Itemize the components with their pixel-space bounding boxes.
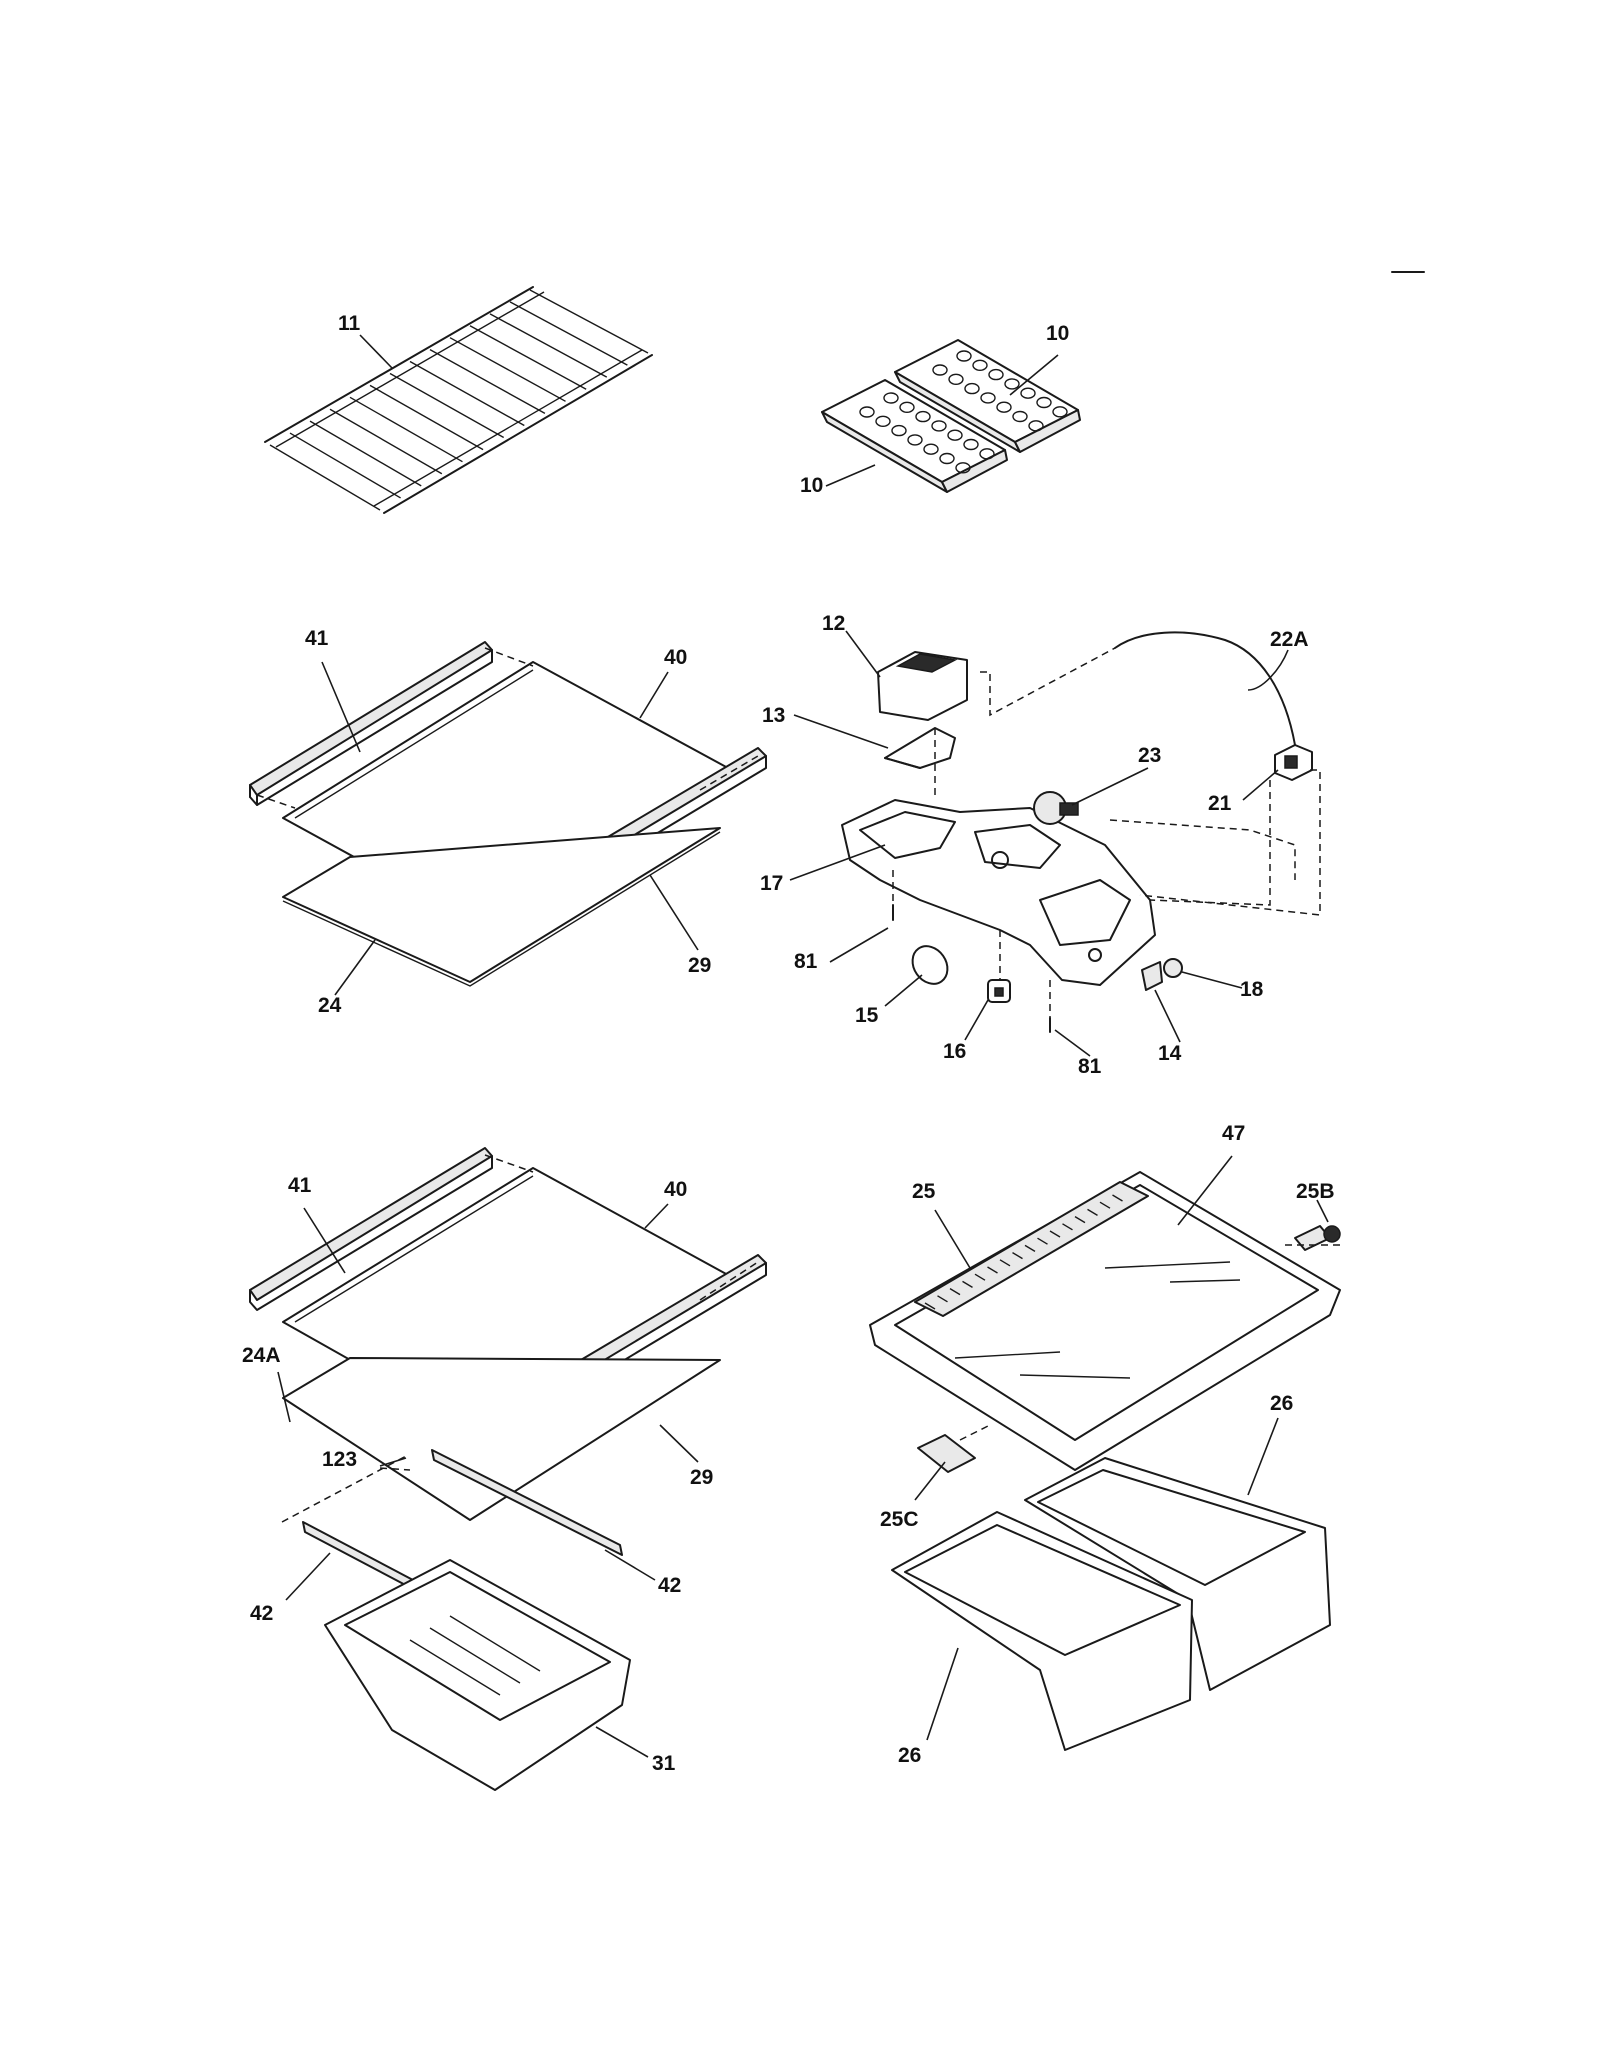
label-16: 16: [943, 1040, 966, 1063]
shelf-assembly-upper: [249, 641, 767, 987]
label-25B: 25B: [1296, 1180, 1335, 1203]
label-26-right: 26: [1270, 1392, 1293, 1415]
label-25: 25: [912, 1180, 936, 1203]
label-24: 24: [318, 994, 342, 1017]
leader-lines: [277, 334, 1329, 1758]
crisper-assembly: [869, 1171, 1341, 1751]
label-26-left: 26: [898, 1744, 921, 1767]
label-42-left: 42: [250, 1602, 273, 1625]
label-10-upper: 10: [1046, 322, 1069, 345]
label-14: 14: [1158, 1042, 1182, 1065]
ice-bucket-assembly: [841, 631, 1321, 1033]
callout-labels: 11 10 10 41 40 29 24 12 13 22A 23 21 17 …: [242, 312, 1335, 1775]
label-18: 18: [1240, 978, 1264, 1001]
label-13: 13: [762, 704, 785, 727]
label-81-right: 81: [1078, 1055, 1102, 1078]
label-29-upper: 29: [688, 954, 711, 977]
label-23: 23: [1138, 744, 1161, 767]
label-41-upper: 41: [305, 627, 329, 650]
label-17: 17: [760, 872, 783, 895]
label-12: 12: [822, 612, 845, 635]
ice-tray-lower: [821, 379, 1008, 493]
label-21: 21: [1208, 792, 1232, 815]
wire-shelf: [264, 286, 653, 514]
label-47: 47: [1222, 1122, 1245, 1145]
label-11: 11: [338, 312, 361, 335]
label-15: 15: [855, 1004, 879, 1027]
label-10-lower: 10: [800, 474, 823, 497]
label-81-left: 81: [794, 950, 818, 973]
label-31: 31: [652, 1752, 676, 1775]
label-42-right: 42: [658, 1574, 681, 1597]
label-24A: 24A: [242, 1344, 281, 1367]
shelf-assembly-lower: [249, 1147, 767, 1791]
ice-tray-upper: [894, 339, 1081, 453]
label-123: 123: [322, 1448, 357, 1471]
label-40-lower: 40: [664, 1178, 687, 1201]
label-22A: 22A: [1270, 628, 1309, 651]
label-29-lower: 29: [690, 1466, 713, 1489]
label-25C: 25C: [880, 1508, 919, 1531]
label-41-lower: 41: [288, 1174, 312, 1197]
label-40-upper: 40: [664, 646, 687, 669]
